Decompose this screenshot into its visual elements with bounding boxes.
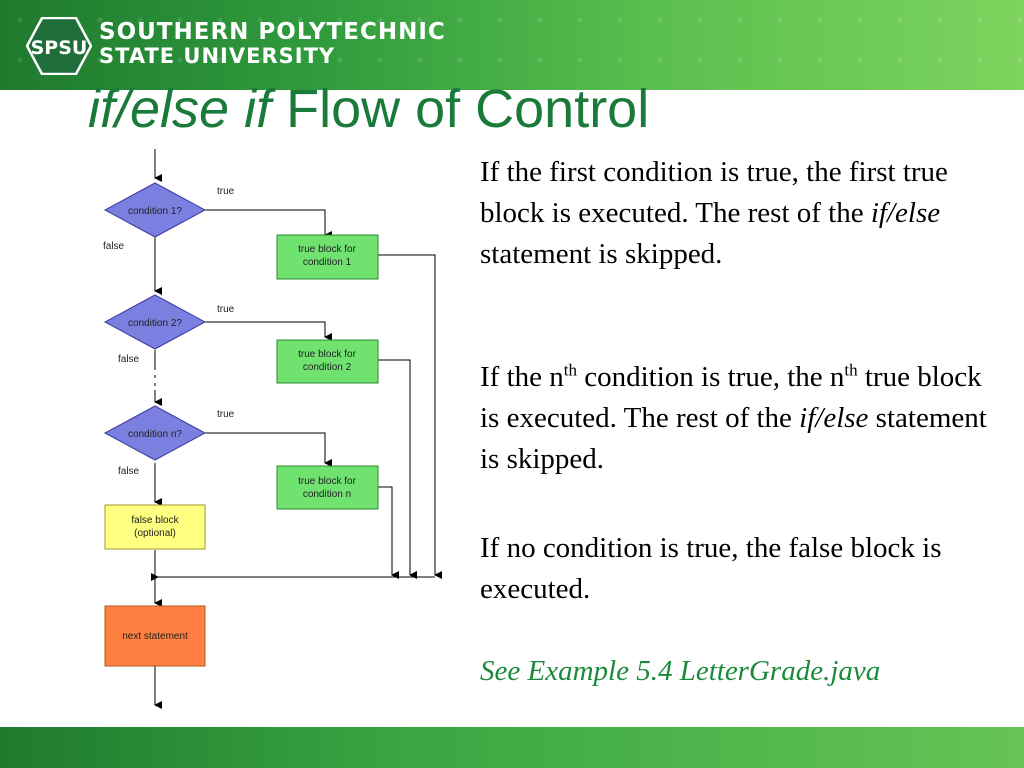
banner-pattern: [0, 0, 1024, 90]
header-banner: SPSU SOUTHERN POLYTECHNIC STATE UNIVERSI…: [0, 0, 1024, 90]
true-path-n: [205, 432, 332, 467]
university-name: SOUTHERN POLYTECHNIC STATE UNIVERSITY: [99, 20, 446, 68]
logo-badge-text: SPSU: [31, 37, 88, 59]
false-label-2: false: [118, 354, 140, 365]
return-path-1: [378, 254, 442, 579]
logo-line-1: SOUTHERN POLYTECHNIC: [99, 19, 446, 45]
condition-diamond-1: [103, 182, 207, 238]
next-statement-label: next statement: [122, 631, 188, 642]
true-path-1: [205, 209, 332, 239]
return-path-2: [378, 359, 417, 579]
p2-text-d: statement is skipped.: [480, 402, 987, 475]
paragraph-no-condition: If no condition is true, the false block…: [480, 532, 942, 605]
true-block-n-line-2: condition n: [303, 489, 351, 500]
condition-label-2: condition 2?: [128, 318, 182, 329]
false-block: [104, 504, 206, 550]
p2-text-c: true block is executed. The rest of the: [480, 361, 982, 434]
true-label-1: true: [217, 186, 235, 197]
title-rest: Flow of Control: [271, 79, 650, 139]
true-block-2: [276, 339, 379, 384]
p2-text-a: If the n: [480, 361, 564, 393]
false-block-line-2: (optional): [134, 528, 176, 539]
true-block-1-line-1: true block for: [298, 244, 356, 255]
spsu-logo-icon: SPSU: [26, 17, 92, 75]
p2-superscript-1: th: [563, 360, 577, 380]
p2-superscript-2: th: [844, 360, 858, 380]
flowchart: condition 1? condition 2? condition n? t…: [103, 149, 442, 709]
true-block-2-line-1: true block for: [298, 349, 356, 360]
slide-title: if/else if Flow of Control: [88, 78, 649, 140]
true-block-n: [276, 465, 379, 510]
return-path-n: [378, 486, 399, 579]
condition-label-1: condition 1?: [128, 206, 182, 217]
condition-diamond-2: [103, 294, 207, 350]
true-label-n: true: [217, 409, 235, 420]
true-block-2-line-2: condition 2: [303, 362, 352, 373]
condition-diamond-n: [103, 405, 207, 461]
false-label-n: false: [118, 466, 140, 477]
false-label-1: false: [103, 241, 125, 252]
p1-text-b: statement is skipped.: [480, 238, 723, 270]
logo-line-2: STATE UNIVERSITY: [99, 44, 336, 68]
true-block-1: [276, 234, 379, 280]
next-statement-block: [104, 605, 206, 667]
condition-label-n: condition n?: [128, 429, 182, 440]
true-path-2: [205, 321, 332, 341]
p1-keyword: if/else: [870, 197, 941, 229]
p2-text-b: condition is true, the n: [576, 361, 845, 393]
true-label-2: true: [217, 304, 235, 315]
footer-banner: [0, 727, 1024, 768]
title-italic-part: if/else if: [88, 79, 272, 139]
paragraph-first-condition: If the first condition is true, the firs…: [480, 152, 1000, 275]
paragraph-nth-condition: If the nth condition is true, the nth tr…: [480, 357, 1000, 480]
p1-text-a: If the first condition is true, the firs…: [480, 156, 948, 229]
false-block-line-1: false block: [131, 515, 179, 526]
true-block-n-line-1: true block for: [298, 476, 356, 487]
example-reference: See Example 5.4 LetterGrade.java: [480, 655, 881, 687]
p2-keyword: if/else: [799, 402, 869, 434]
true-block-1-line-2: condition 1: [303, 257, 352, 268]
